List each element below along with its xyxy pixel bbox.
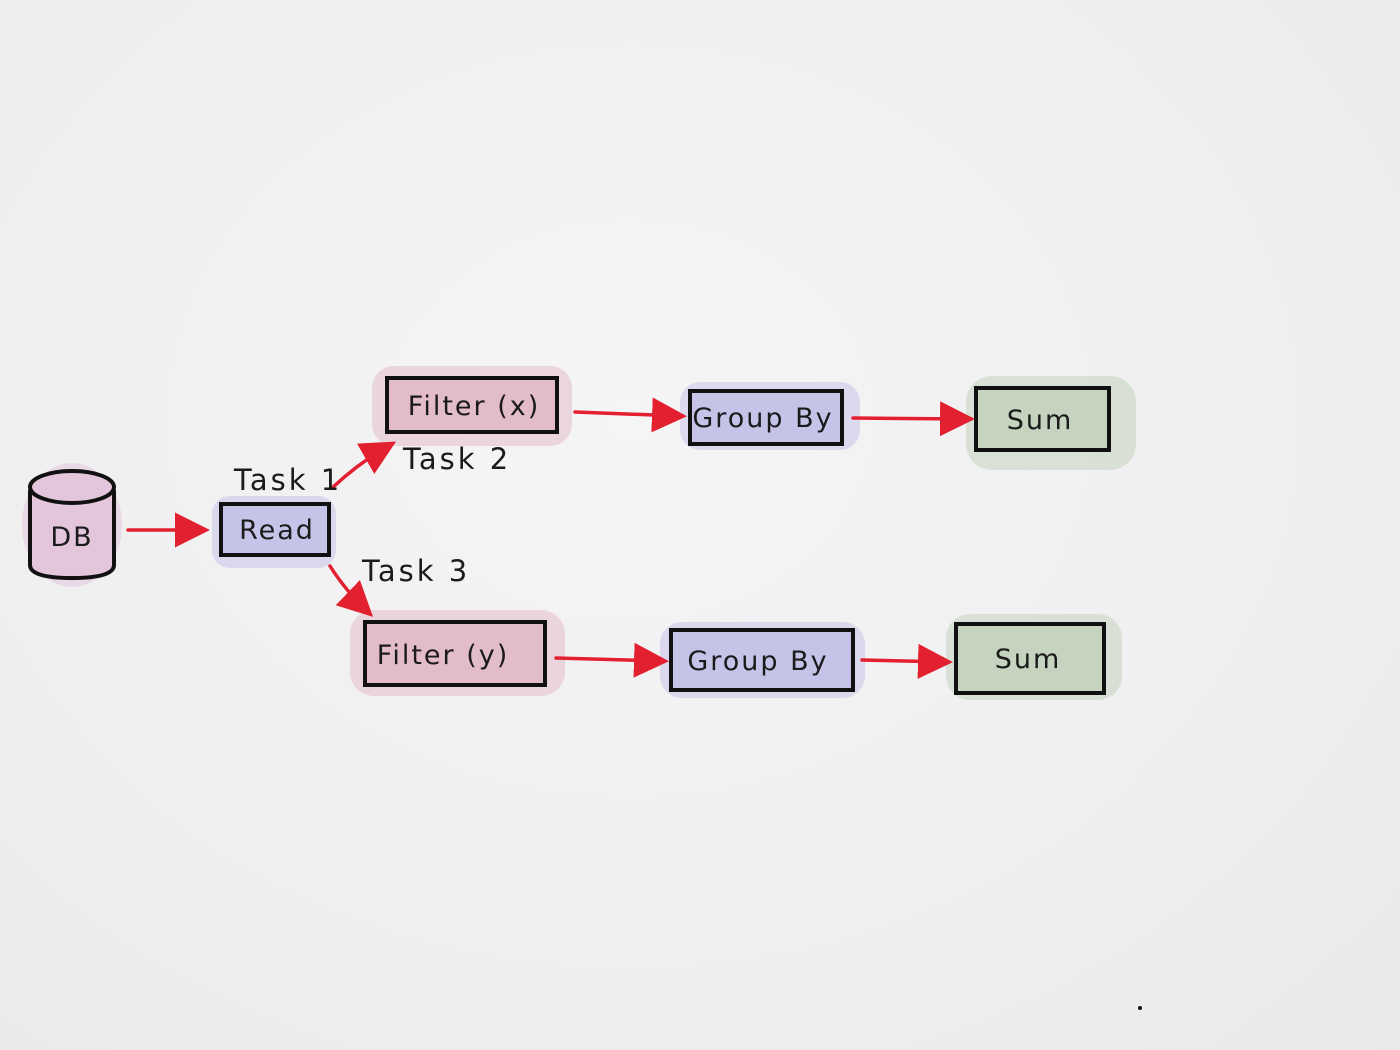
- filter-x-node: Filter (x): [372, 366, 572, 446]
- db-cylinder-top: [28, 469, 116, 505]
- stray-dot: [1138, 1006, 1142, 1010]
- arrow-read-to-filter-y: [328, 564, 374, 617]
- db-cylinder-body: [28, 490, 116, 581]
- groupby-bottom-node: Group By: [660, 622, 865, 698]
- db-node: DB: [22, 463, 122, 587]
- task-3-label: Task 3: [361, 554, 470, 588]
- arrow-groupby-to-sum-bottom: [860, 643, 953, 679]
- sum-top-label: Sum: [1007, 405, 1074, 436]
- read-label: Read: [239, 515, 315, 546]
- arrow-filter-y-to-groupby: [554, 642, 669, 678]
- groupby-bottom-label: Group By: [687, 646, 828, 677]
- arrow-read-to-filter-x: [330, 441, 397, 490]
- read-node: Read: [212, 496, 336, 568]
- sum-bottom-node: Sum: [946, 614, 1122, 700]
- db-label: DB: [50, 522, 93, 553]
- filter-y-box: [363, 620, 547, 687]
- arrow-filter-x-to-groupby: [573, 397, 687, 433]
- task-2-label: Task 2: [402, 442, 511, 476]
- task-1-label: Task 1: [233, 463, 342, 497]
- arrow-groupby-to-sum-top: [851, 401, 975, 437]
- filter-x-box: [385, 376, 559, 434]
- filter-y-node: Filter (y): [350, 610, 565, 696]
- groupby-top-label: Group By: [692, 403, 833, 434]
- read-box: [219, 502, 331, 557]
- filter-y-label: Filter (y): [377, 640, 510, 671]
- sum-top-box: [974, 386, 1111, 452]
- groupby-top-node: Group By: [680, 382, 860, 450]
- sum-bottom-box: [954, 622, 1106, 695]
- groupby-bottom-box: [669, 628, 855, 692]
- filter-x-label: Filter (x): [408, 391, 541, 422]
- sum-top-node: Sum: [966, 376, 1136, 470]
- sum-bottom-label: Sum: [995, 644, 1062, 675]
- groupby-top-box: [688, 389, 844, 446]
